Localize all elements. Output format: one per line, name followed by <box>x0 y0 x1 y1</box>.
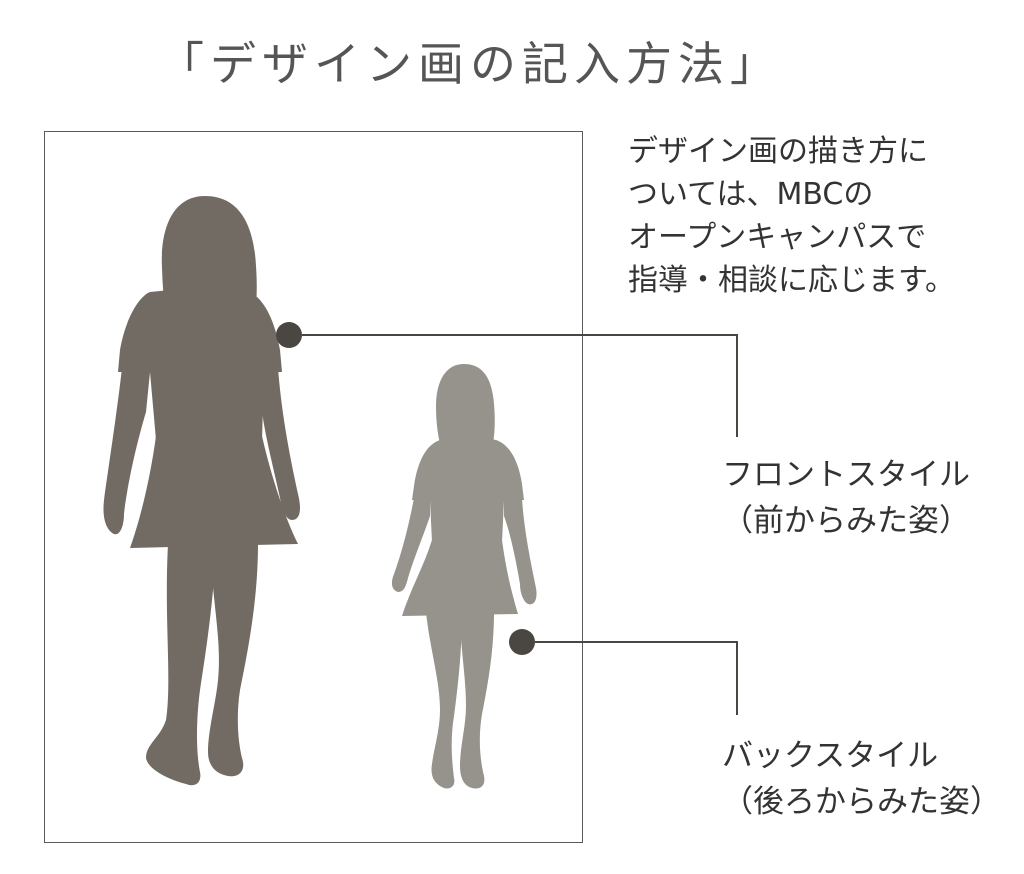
back-style-caption: （後ろからみた姿） <box>722 784 1001 820</box>
front-style-connector <box>276 322 738 437</box>
back-marker-dot <box>509 629 535 655</box>
note-line-3: オープンキャンパスで <box>628 220 927 255</box>
instruction-note: デザイン画の描き方に ついては、MBCの オープンキャンパスで 指導・相談に応じ… <box>628 130 955 302</box>
page-title: 「デザイン画の記入方法」 <box>158 37 782 91</box>
front-style-label: フロントスタイル （前からみた姿） <box>722 452 970 544</box>
back-style-connector <box>509 629 738 715</box>
back-style-label: バックスタイル （後ろからみた姿） <box>722 733 1001 825</box>
drawing-frame <box>44 131 583 843</box>
front-style-title: フロントスタイル <box>722 457 970 493</box>
back-style-silhouette <box>391 364 537 789</box>
note-line-2: ついては、MBCの <box>628 177 874 212</box>
note-line-4: 指導・相談に応じます。 <box>628 263 955 298</box>
front-style-caption: （前からみた姿） <box>722 503 970 539</box>
front-style-silhouette <box>103 196 300 786</box>
front-marker-dot <box>276 322 302 348</box>
note-line-1: デザイン画の描き方に <box>628 134 928 169</box>
back-style-title: バックスタイル <box>722 738 939 774</box>
